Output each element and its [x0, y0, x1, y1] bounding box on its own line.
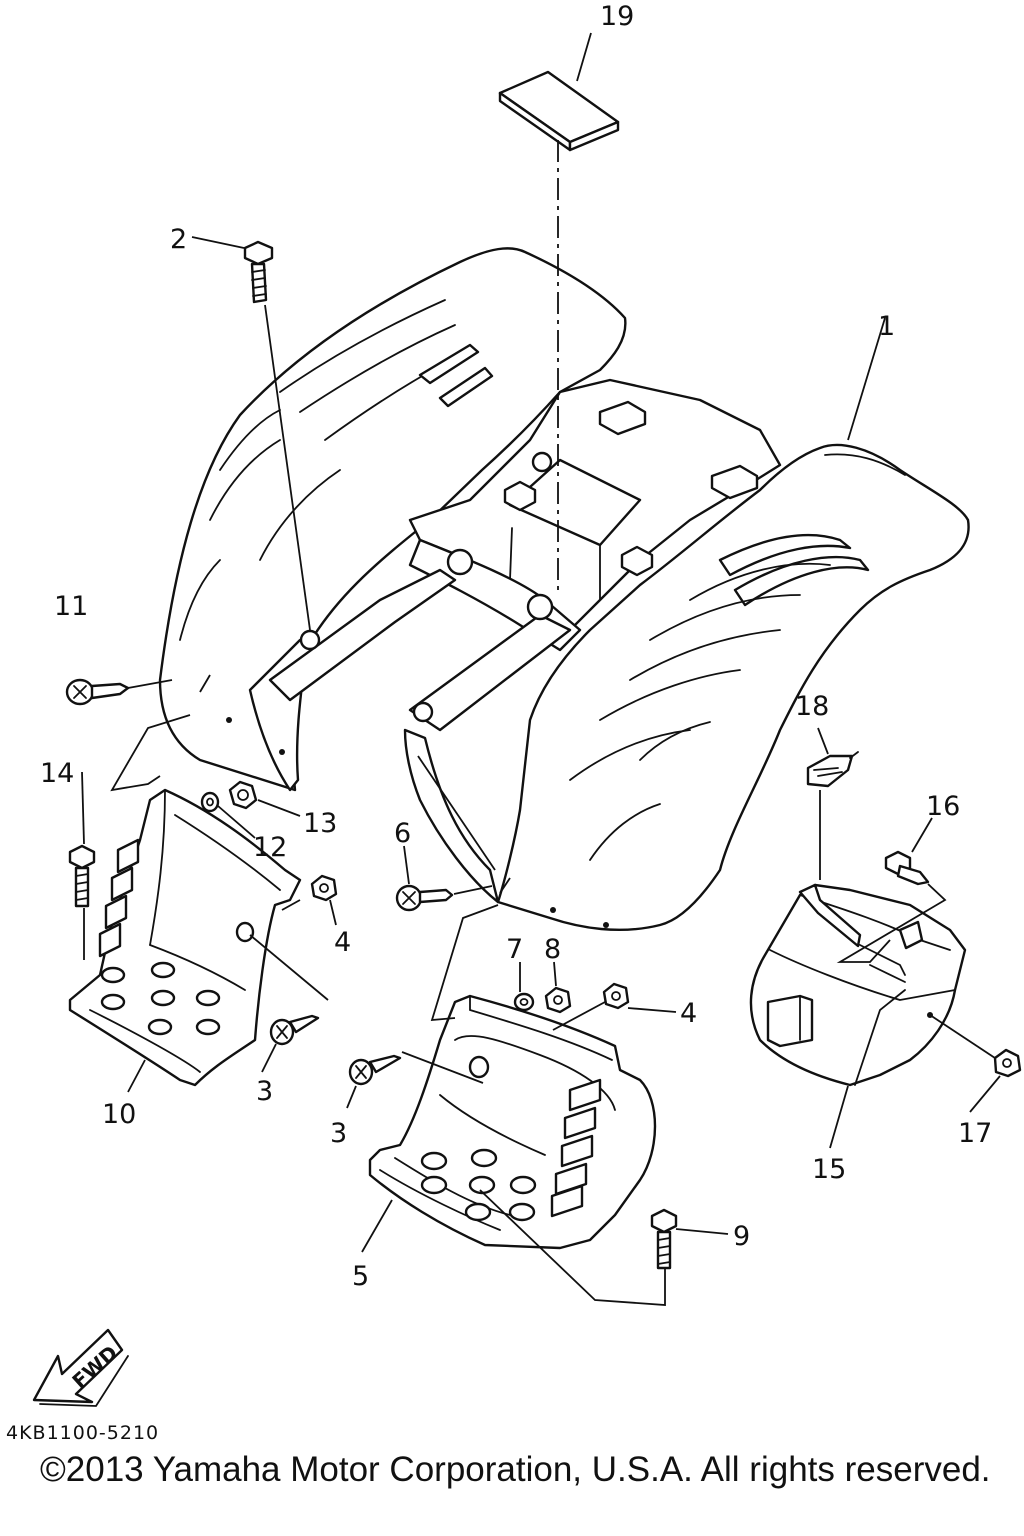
diagram-reference-code: 4KB1100-5210: [6, 1422, 160, 1444]
callout-12: 12: [253, 832, 287, 863]
callout-5: 5: [352, 1261, 369, 1292]
part-9-bolt: [650, 1208, 678, 1270]
part-10-left-footrest: [68, 788, 302, 1087]
part-2-bolt: [243, 240, 274, 304]
part-17-nut: [993, 1048, 1022, 1078]
part-3-screw-right: [348, 1054, 402, 1086]
part-13-nut: [228, 780, 258, 810]
copyright-notice: ©2013 Yamaha Motor Corporation, U.S.A. A…: [40, 1450, 991, 1489]
part-3-screw-left: [269, 1014, 320, 1046]
part-8-nut: [544, 986, 572, 1014]
callout-7: 7: [506, 934, 523, 965]
callout-2: 2: [170, 224, 187, 255]
callout-labels: 19 2 1 11 14 13 12 4 6 18 16 7 8 4 3 3 1…: [40, 1, 992, 1292]
callout-16: 16: [926, 791, 960, 822]
part-4-nut-right: [602, 982, 630, 1010]
callout-11: 11: [54, 591, 88, 622]
leader-lines: [81, 32, 1001, 1306]
callout-10: 10: [102, 1099, 136, 1130]
callout-1: 1: [878, 311, 895, 342]
part-12-washer: [200, 791, 220, 813]
part-19-pad: [498, 70, 620, 152]
callout-13: 13: [303, 808, 337, 839]
fwd-arrow-icon: FWD: [32, 1328, 129, 1407]
part-6-screw: [395, 884, 454, 912]
part-16-bolt: [884, 850, 930, 886]
part-4-nut-left: [310, 874, 338, 902]
part-7-washer: [513, 992, 535, 1012]
callout-17: 17: [958, 1118, 992, 1149]
callout-9: 9: [733, 1221, 750, 1252]
callout-3-right: 3: [330, 1118, 347, 1149]
callout-4-right: 4: [680, 998, 697, 1029]
part-14-bolt: [68, 844, 96, 908]
part-5-right-footrest: [368, 994, 657, 1250]
callout-15: 15: [812, 1154, 846, 1185]
part-11-screw: [65, 678, 130, 706]
callout-14: 14: [40, 758, 74, 789]
callout-19: 19: [600, 1, 634, 32]
callout-4-left: 4: [334, 927, 351, 958]
part-15-storage-box: [749, 883, 967, 1087]
callout-3-left: 3: [256, 1076, 273, 1107]
callout-18: 18: [795, 691, 829, 722]
callout-6: 6: [394, 818, 411, 849]
callout-8: 8: [544, 934, 561, 965]
part-1-rear-fender: [158, 247, 970, 932]
part-18-clip: [806, 751, 859, 788]
